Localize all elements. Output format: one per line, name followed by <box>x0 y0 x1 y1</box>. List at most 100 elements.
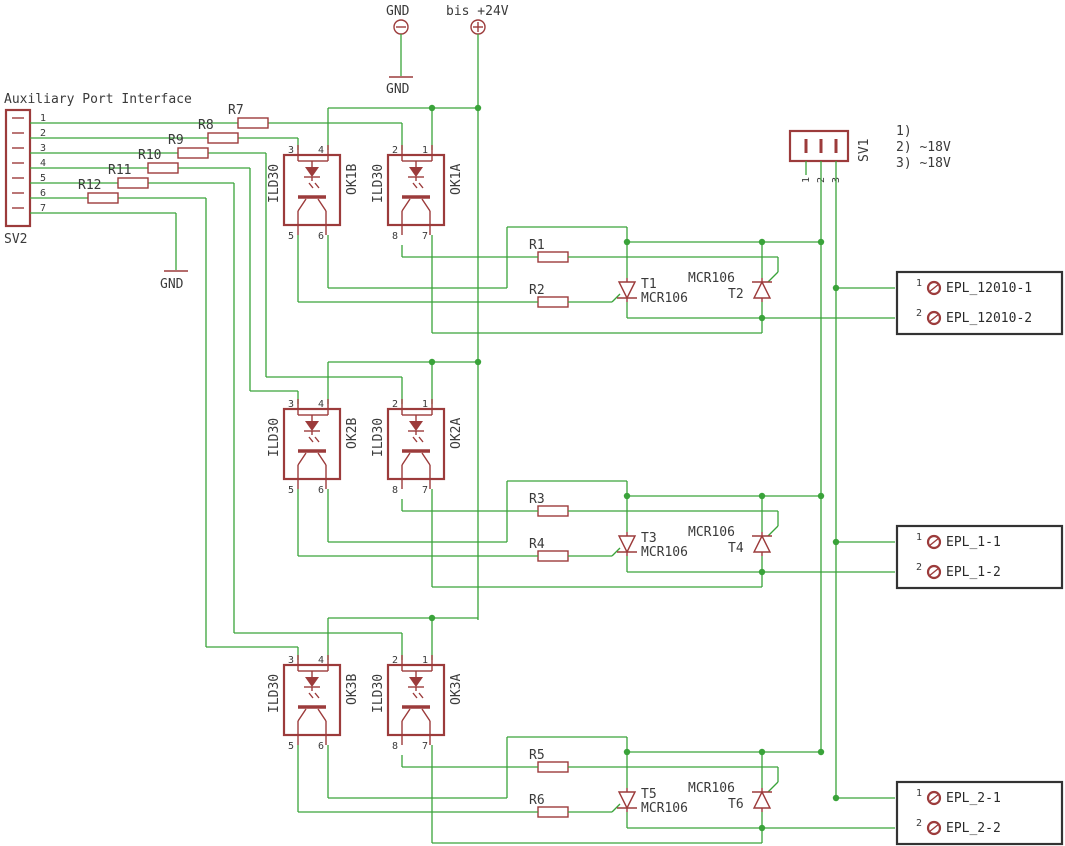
thyristor-t6-type: MCR106 <box>688 781 735 796</box>
sv1-note-3: 3) ~18V <box>896 156 951 171</box>
svg-text:2: 2 <box>392 655 398 666</box>
sv2-pin-4: 4 <box>40 158 46 169</box>
sv2-wiring: GND <box>30 122 403 660</box>
output-epl-2-2: EPL_2-2 <box>946 821 1001 836</box>
sv1-note-2: 2) ~18V <box>896 140 951 155</box>
resistor-r7: R7 <box>228 103 269 129</box>
svg-text:ILD30: ILD30 <box>371 418 386 457</box>
svg-text:ILD30: ILD30 <box>267 418 282 457</box>
input-resistors: R7 R8 R9 R10 R11 R12 <box>78 103 269 204</box>
svg-text:OK3B: OK3B <box>345 674 360 705</box>
svg-text:2: 2 <box>392 145 398 156</box>
gnd-bottom-label: GND <box>386 82 410 97</box>
sv2-label: SV2 <box>4 232 27 247</box>
output-epl-1-2: EPL_1-2 <box>946 565 1001 580</box>
thyristor-t3-label: T3 <box>641 531 657 546</box>
thyristor-t3-type: MCR106 <box>641 545 688 560</box>
vplus-supply-symbol: bis +24V <box>446 4 509 35</box>
svg-text:R7: R7 <box>228 103 244 118</box>
resistor-r10: R10 <box>138 148 179 174</box>
svg-text:8: 8 <box>392 741 398 752</box>
gnd-supply-symbol: GND GND <box>386 4 413 97</box>
svg-text:ILD30: ILD30 <box>267 674 282 713</box>
svg-text:2: 2 <box>916 562 922 573</box>
svg-text:3: 3 <box>288 655 294 666</box>
svg-text:OK2A: OK2A <box>449 418 464 449</box>
sv2-title: Auxiliary Port Interface <box>4 92 192 107</box>
svg-text:OK3A: OK3A <box>449 674 464 705</box>
resistor-r9: R9 <box>168 133 209 159</box>
resistor-r6-label: R6 <box>529 793 545 808</box>
opto-ok3b: 3 4 5 6 ILD30 OK3B <box>267 653 360 752</box>
resistor-r2-label: R2 <box>529 283 545 298</box>
svg-text:1: 1 <box>801 177 812 183</box>
resistor-r4-label: R4 <box>529 537 545 552</box>
thyristor-t2-label: T2 <box>728 287 744 302</box>
svg-text:5: 5 <box>288 741 294 752</box>
svg-text:ILD30: ILD30 <box>267 164 282 203</box>
svg-text:8: 8 <box>392 485 398 496</box>
vplus-label: bis +24V <box>446 4 509 19</box>
svg-text:4: 4 <box>318 145 324 156</box>
svg-text:2: 2 <box>916 308 922 319</box>
thyristor-t4-type: MCR106 <box>688 525 735 540</box>
thyristor-t2-type: MCR106 <box>688 271 735 286</box>
svg-text:1: 1 <box>916 532 922 543</box>
sv2-pin-1: 1 <box>40 113 46 124</box>
svg-text:8: 8 <box>392 231 398 242</box>
sv2-pin-2: 2 <box>40 128 46 139</box>
svg-text:OK1A: OK1A <box>449 164 464 195</box>
svg-text:ILD30: ILD30 <box>371 674 386 713</box>
svg-text:R8: R8 <box>198 118 214 133</box>
thyristor-t1-type: MCR106 <box>641 291 688 306</box>
svg-text:4: 4 <box>318 655 324 666</box>
output-epl-1-1: EPL_1-1 <box>946 535 1001 550</box>
svg-text:3: 3 <box>288 399 294 410</box>
sv2-pin-3: 3 <box>40 143 46 154</box>
svg-text:ILD30: ILD30 <box>371 164 386 203</box>
stage-3: R5 R6 T5 MCR106 MCR106 T6 1 EPL_2-1 2 EP… <box>296 735 1064 846</box>
svg-text:R11: R11 <box>108 163 131 178</box>
resistor-r5-label: R5 <box>529 748 545 763</box>
svg-text:1: 1 <box>422 145 428 156</box>
resistor-r12: R12 <box>78 178 119 204</box>
svg-text:6: 6 <box>318 741 324 752</box>
stage-1: R1 R2 T1 MCR106 MCR106 T2 1 EPL_12010-1 … <box>296 225 1064 336</box>
svg-text:1: 1 <box>916 788 922 799</box>
thyristor-t6-label: T6 <box>728 797 744 812</box>
output-epl-12010-2: EPL_12010-2 <box>946 311 1032 326</box>
thyristor-t5-type: MCR106 <box>641 801 688 816</box>
stage-2: R3 R4 T3 MCR106 MCR106 T4 1 EPL_1-1 2 EP… <box>296 479 1064 590</box>
output-epl-2-1: EPL_2-1 <box>946 791 1001 806</box>
sv2-pin-7: 7 <box>40 203 46 214</box>
svg-text:OK1B: OK1B <box>345 164 360 195</box>
svg-text:7: 7 <box>422 485 428 496</box>
svg-text:OK2B: OK2B <box>345 418 360 449</box>
gnd-top-label: GND <box>386 4 410 19</box>
sv1-label: SV1 <box>857 139 872 162</box>
svg-text:1: 1 <box>422 399 428 410</box>
resistor-r3-label: R3 <box>529 492 545 507</box>
svg-text:R12: R12 <box>78 178 101 193</box>
resistor-r8: R8 <box>198 118 239 144</box>
opto-ok1a: 2 1 8 7 ILD30 OK1A <box>371 143 464 242</box>
plus24-rail <box>327 34 482 660</box>
svg-text:7: 7 <box>422 741 428 752</box>
svg-text:R9: R9 <box>168 133 184 148</box>
sv2-gnd-label: GND <box>160 277 184 292</box>
sv2-connector: Auxiliary Port Interface SV2 1 2 3 4 5 6… <box>4 92 192 247</box>
resistor-r11: R11 <box>108 163 149 189</box>
svg-text:1: 1 <box>916 278 922 289</box>
svg-text:2: 2 <box>916 818 922 829</box>
sv2-pin-6: 6 <box>40 188 46 199</box>
thyristor-t4-label: T4 <box>728 541 744 556</box>
svg-text:3: 3 <box>288 145 294 156</box>
svg-text:2: 2 <box>392 399 398 410</box>
svg-text:7: 7 <box>422 231 428 242</box>
thyristor-t1-label: T1 <box>641 277 657 292</box>
